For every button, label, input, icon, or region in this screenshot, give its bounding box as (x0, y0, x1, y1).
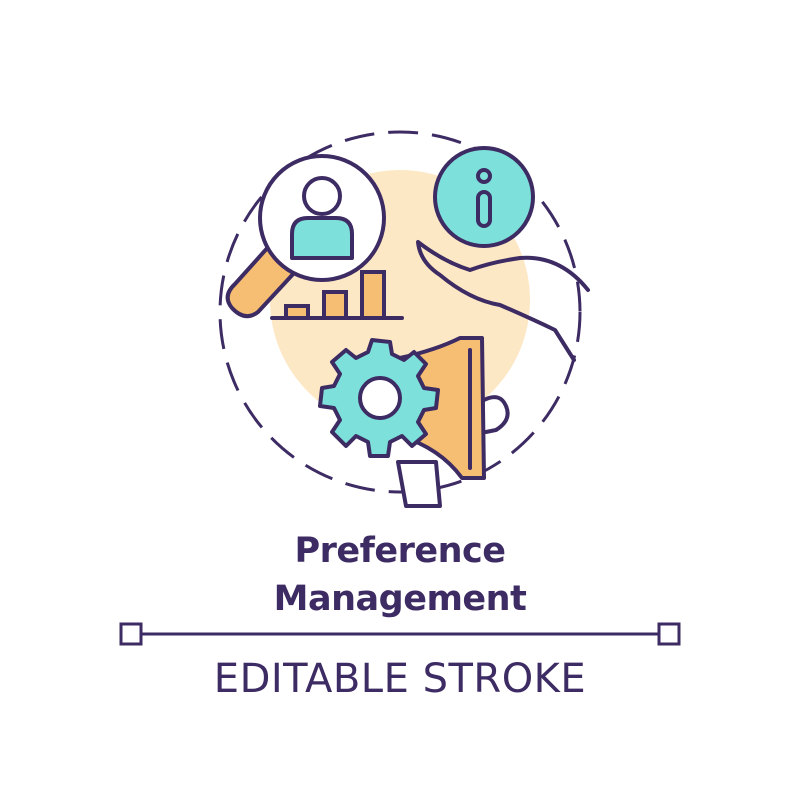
editable-stroke-label: EDITABLE STROKE (213, 656, 587, 702)
dashed-ring (218, 130, 582, 494)
title-line-2: Management (273, 579, 527, 619)
gear-icon (318, 338, 440, 458)
info-icon (433, 146, 535, 248)
hand-icon (416, 240, 590, 362)
user-icon (290, 176, 354, 260)
title-line-1: Preference (294, 531, 506, 571)
bar-chart-icon (270, 270, 404, 320)
